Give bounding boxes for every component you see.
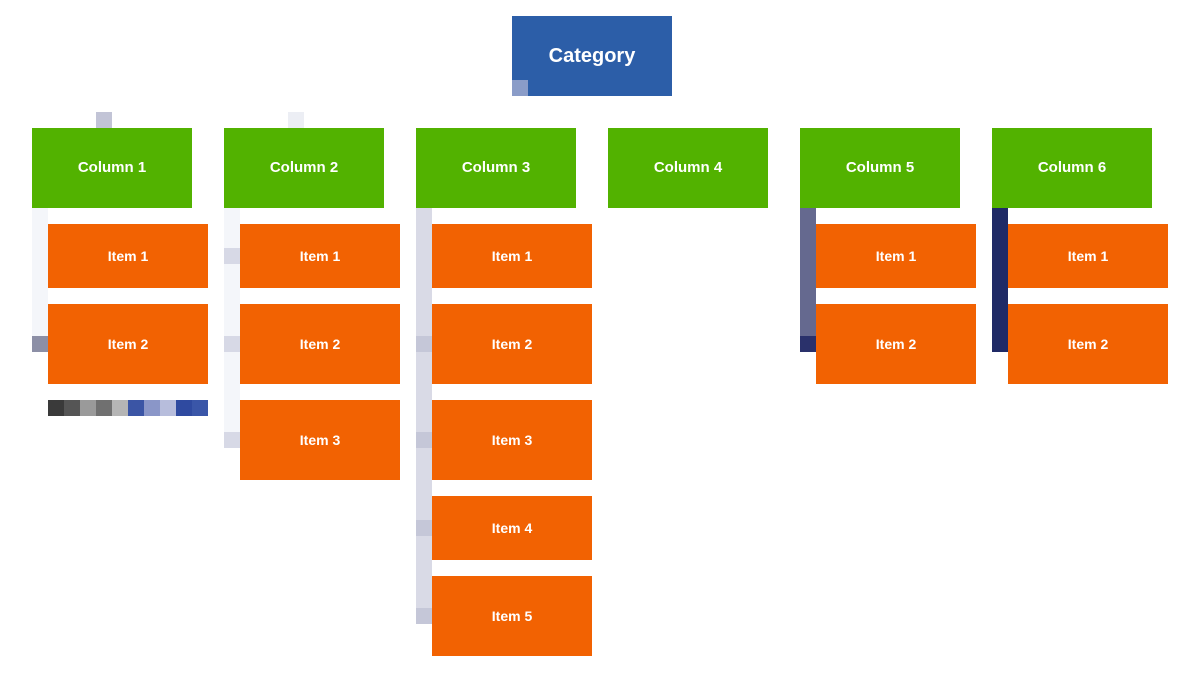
connector-tick [416, 432, 432, 448]
item-label: Item 1 [299, 247, 341, 264]
item-node: Item 2 [240, 304, 400, 384]
item-node: Item 2 [816, 304, 976, 384]
category-label: Column 6 [1037, 159, 1107, 177]
category-label: Column 2 [269, 159, 339, 177]
category-node-2: Column 2 [224, 128, 384, 208]
category-node-5: Column 5 [800, 128, 960, 208]
legend-swatch [176, 400, 192, 416]
item-node: Item 1 [816, 224, 976, 288]
item-label: Item 5 [491, 607, 533, 624]
connector-tick [224, 432, 240, 448]
item-node: Item 1 [48, 224, 208, 288]
item-label: Item 1 [1067, 247, 1109, 264]
item-label: Item 2 [299, 335, 341, 352]
legend-swatch-bar [48, 400, 208, 416]
legend-swatch [160, 400, 176, 416]
item-label: Item 2 [491, 335, 533, 352]
item-node: Item 2 [1008, 304, 1168, 384]
category-connector-stub [288, 112, 304, 128]
item-node: Item 2 [432, 304, 592, 384]
item-label: Item 1 [107, 247, 149, 264]
connector-tick [224, 336, 240, 352]
category-node-1: Column 1 [32, 128, 192, 208]
root-connector-marker [512, 80, 528, 96]
connector-tick [992, 336, 1008, 352]
category-label: Column 3 [461, 159, 531, 177]
connector-tick [800, 336, 816, 352]
item-node: Item 5 [432, 576, 592, 656]
connector-spine [800, 208, 816, 352]
item-node: Item 4 [432, 496, 592, 560]
legend-swatch [48, 400, 64, 416]
legend-swatch [80, 400, 96, 416]
legend-swatch [128, 400, 144, 416]
item-node: Item 1 [1008, 224, 1168, 288]
connector-spine [992, 208, 1008, 352]
root-node: Category [512, 16, 672, 96]
connector-spine [416, 208, 432, 624]
item-label: Item 4 [491, 519, 533, 536]
connector-tick [416, 608, 432, 624]
item-node: Item 3 [240, 400, 400, 480]
item-label: Item 2 [875, 335, 917, 352]
legend-swatch [144, 400, 160, 416]
category-node-6: Column 6 [992, 128, 1152, 208]
legend-swatch [192, 400, 208, 416]
category-label: Column 1 [77, 159, 147, 177]
connector-spine [32, 208, 48, 352]
item-node: Item 3 [432, 400, 592, 480]
item-label: Item 3 [299, 431, 341, 448]
item-label: Item 3 [491, 431, 533, 448]
root-label: Category [548, 44, 636, 67]
item-label: Item 2 [107, 335, 149, 352]
category-label: Column 5 [845, 159, 915, 177]
connector-tick [416, 520, 432, 536]
category-label: Column 4 [653, 159, 723, 177]
connector-tick [416, 336, 432, 352]
item-node: Item 1 [432, 224, 592, 288]
item-node: Item 1 [240, 224, 400, 288]
category-connector-stub [96, 112, 112, 128]
item-label: Item 1 [491, 247, 533, 264]
item-label: Item 2 [1067, 335, 1109, 352]
category-node-4: Column 4 [608, 128, 768, 208]
item-node: Item 2 [48, 304, 208, 384]
category-node-3: Column 3 [416, 128, 576, 208]
item-label: Item 1 [875, 247, 917, 264]
connector-tick [32, 336, 48, 352]
legend-swatch [112, 400, 128, 416]
connector-tick [224, 248, 240, 264]
legend-swatch [96, 400, 112, 416]
legend-swatch [64, 400, 80, 416]
connector-spine [224, 208, 240, 448]
